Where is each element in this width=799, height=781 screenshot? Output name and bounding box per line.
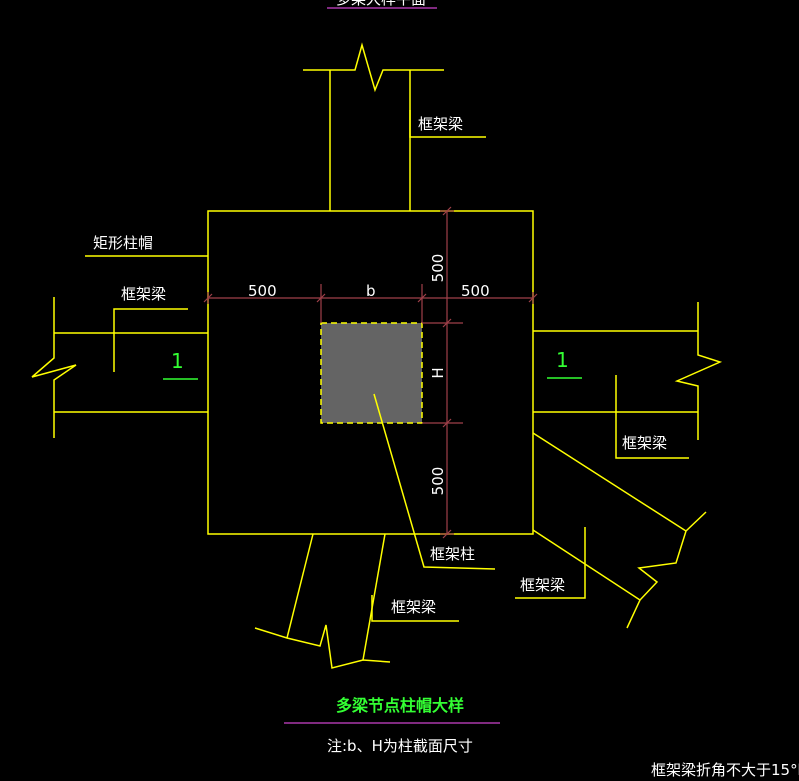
dim-tick-5: [442, 206, 452, 216]
label-lower-right-beam: 框架梁: [520, 576, 565, 594]
label-right-beam: 框架梁: [622, 434, 667, 452]
dim-top-500: 500: [429, 254, 447, 283]
lower-right-beam-break-line: [626, 511, 707, 629]
dim-tick-4: [528, 293, 538, 303]
top-partial-title: 多梁大样平面: [336, 0, 426, 8]
leader-right-beam: [615, 375, 689, 459]
dim-tick-8: [442, 529, 452, 539]
section-mark-left: 1: [171, 349, 184, 373]
corner-note: 框架梁折角不大于15°时,: [651, 761, 799, 779]
dimension-lines: [203, 206, 538, 539]
dim-tick-6: [442, 318, 452, 328]
dim-b: b: [366, 282, 376, 300]
label-left-beam: 框架梁: [121, 285, 166, 303]
dim-right-500: 500: [461, 282, 490, 300]
leader-left-beam: [113, 308, 188, 372]
bottom-beam-left-edge: [286, 533, 314, 639]
dim-left-500: 500: [248, 282, 277, 300]
label-bottom-beam: 框架梁: [391, 598, 436, 616]
lower-right-beam-lower-edge: [532, 529, 641, 601]
dim-tick-1: [203, 293, 213, 303]
right-beam-break-line: [674, 302, 723, 440]
yellow-geometry: [31, 42, 723, 669]
top-beam-break-line: [303, 42, 444, 93]
left-beam-break-line: [31, 297, 77, 438]
label-top-beam: 框架梁: [418, 115, 463, 133]
label-column: 框架柱: [430, 545, 475, 563]
bottom-beam-right-edge: [362, 533, 386, 661]
drawing-note: 注:b、H为柱截面尺寸: [327, 737, 473, 755]
column-section: [320, 322, 423, 424]
leader-top-beam: [409, 110, 486, 138]
dim-bottom-500: 500: [429, 467, 447, 496]
leader-bottom-beam: [371, 595, 459, 622]
column-cap-outline: [207, 210, 534, 535]
bottom-beam-break-line: [254, 624, 391, 669]
leader-lower-right-beam: [515, 527, 586, 599]
dim-tick-3: [417, 293, 427, 303]
drawing-title: 多梁节点柱帽大样: [336, 696, 464, 715]
section-mark-right: 1: [556, 348, 569, 372]
label-column-cap: 矩形柱帽: [93, 234, 153, 252]
lower-right-beam-upper-edge: [532, 432, 687, 532]
leader-column: [373, 393, 496, 570]
dim-h: H: [429, 367, 447, 378]
dim-tick-2: [316, 293, 326, 303]
dim-tick-7: [442, 418, 452, 428]
